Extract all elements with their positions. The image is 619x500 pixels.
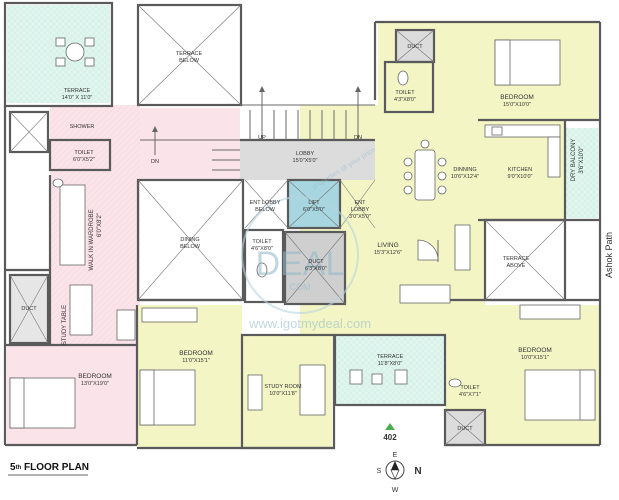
label-toilet-mid: TOILET [252,239,272,245]
wardrobes [59,184,581,341]
label-toilet-top: TOILET [395,90,415,96]
title-rest: FLOOR PLAN [21,462,89,473]
title-suffix: th [16,465,22,471]
label-dining-below-2: BELOW [180,244,201,250]
label-ent-lobby-2: LOBBY [351,207,370,213]
flat-number: 402 [383,433,397,442]
title-number: 5 [10,462,16,473]
label-ent-lobby-1: ENT [355,200,367,206]
label-bedroom-mid-size: 11'0"X15'1" [182,358,210,364]
label-lobby-size: 15'0"X5'0" [293,158,318,164]
label-living: LIVING [377,242,398,249]
lobby-area [240,140,375,180]
label-toilet-left-size: 6'0"X5'2" [73,157,95,163]
label-duct-bottom: DUCT [457,426,473,432]
compass-e: E [393,452,398,459]
watermark-brand: DEAL [256,245,345,283]
plan-title: 5th FLOOR PLAN [10,462,89,473]
terrace-mid-chairs [349,369,408,385]
label-terrace-below-2: BELOW [179,58,200,64]
label-ent-lobby-below-1: ENT LOBBY [250,200,281,206]
living-sofas [399,224,471,304]
study-furniture [69,284,326,416]
terrace-furniture [55,37,95,67]
label-terrace-tl-size: 14'0" X 11'0" [62,95,93,101]
label-bedroom-left: BEDROOM [78,373,112,380]
label-toilet-mid-size: 4'6"X8'0" [251,246,273,252]
label-dinning-size: 10'6"X12'4" [451,174,479,180]
label-terrace-above-1: TERRACE [503,256,530,262]
label-toilet-right: TOILET [460,385,480,391]
void-cross-lines [9,4,566,446]
pink-stair-top [140,108,240,180]
label-dining-below-1: DINING [180,237,199,243]
label-bedroom-tr: BEDROOM [500,94,534,101]
compass: E W S N [377,452,422,494]
label-dn-left: DN [151,159,159,165]
label-terrace-mid-size: 11'8"X8'0" [378,361,403,367]
label-duct-mid-size: 6'3"X8'0" [305,266,327,272]
label-ent-lobby-below-2: BELOW [255,207,276,213]
label-up: UP [258,135,266,141]
label-terrace-tl: TERRACE [64,88,91,94]
label-study-room: STUDY ROOM [264,384,302,390]
walls [3,1,602,450]
label-bedroom-right-size: 10'0"X15'1" [521,355,549,361]
label-duct-left: DUCT [21,306,37,312]
staircase [140,104,375,171]
watermark-url: www.igotmydeal.com [248,316,371,331]
compass-s: S [377,468,382,475]
label-toilet-right-size: 4'6"X7'1" [459,392,481,398]
label-terrace-below-1: TERRACE [176,51,203,57]
label-dn-stair: DN [354,135,362,141]
kitchen-counter [484,124,561,178]
label-study-room-size: 10'0"X11'8" [269,391,297,397]
label-bedroom-mid: BEDROOM [179,350,213,357]
label-bedroom-tr-size: 15'0"X10'0" [503,102,531,108]
watermark-small: COM [290,282,311,292]
room-labels: TERRACE 14'0" X 11'0" TERRACE BELOW SHOW… [21,44,585,432]
label-kitchen-size: 9'0"X10'0" [508,174,533,180]
toilet-fixtures [52,70,462,388]
label-toilet-top-size: 4'3"X8'0" [394,97,416,103]
road-label: Ashok Path [604,232,614,278]
label-walk-in: WALK IN WARDROBE [89,209,95,270]
label-lift: LIFT [308,200,320,206]
label-duct-top: DUCT [407,44,423,50]
label-terrace-above-2: ABOVE [507,263,526,269]
label-ent-lobby-size: 3'0"X5'0" [349,214,371,220]
label-terrace-mid: TERRACE [377,354,404,360]
beds [9,39,596,429]
label-bedroom-left-size: 13'0"X19'0" [81,381,109,387]
terrace-top-left-area [7,5,110,103]
label-lift-size: 6'0"X5'0" [303,207,325,213]
label-bedroom-right: BEDROOM [518,347,552,354]
label-lobby: LOBBY [296,151,315,157]
label-kitchen: KITCHEN [508,167,532,173]
label-study-table: STUDY TABLE [62,305,68,345]
label-dry-balcony-size: 3'6"X10'0" [579,146,585,173]
compass-n: N [414,466,421,477]
stair-arrows [152,86,361,155]
entry-marker [385,423,395,430]
label-toilet-left: TOILET [74,150,94,156]
label-dinning: DINNING [453,167,476,173]
compass-w: W [392,487,399,494]
label-dry-balcony: DRY BALCONY [571,139,577,182]
dining-table [403,139,447,201]
label-living-size: 15'3"X12'6" [374,250,402,256]
label-walk-in-size: 6'0"X8'2" [97,213,103,237]
label-duct-mid: DUCT [308,259,324,265]
label-shower: SHOWER [70,124,95,130]
dry-balcony-area [565,128,598,218]
